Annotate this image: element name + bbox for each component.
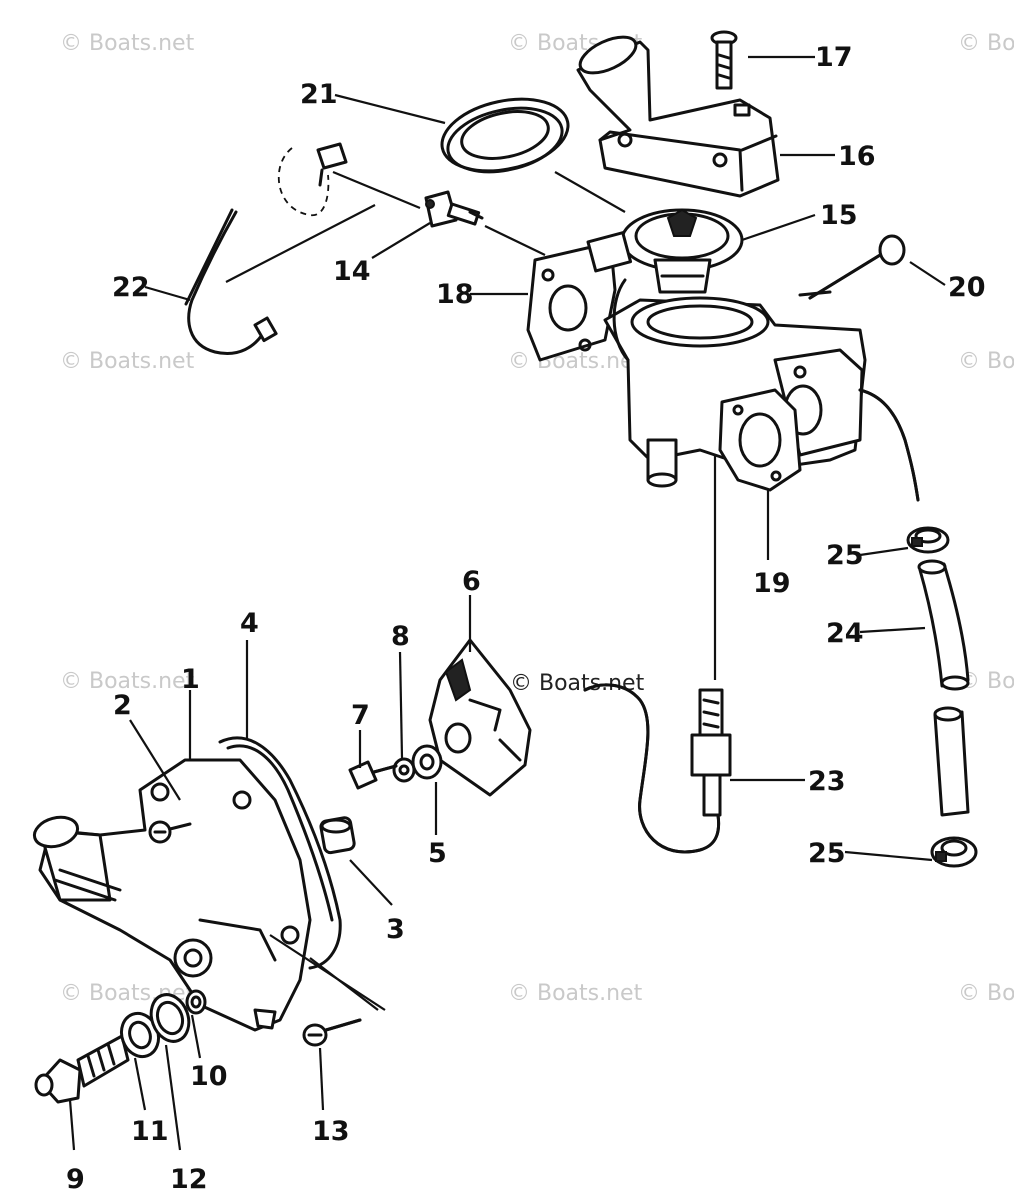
callout-17: 17 xyxy=(815,42,853,73)
watermark: © Boats.net xyxy=(958,349,1014,374)
callout-20: 20 xyxy=(948,272,986,303)
callout-21: 21 xyxy=(300,79,338,110)
callout-15: 15 xyxy=(820,200,858,231)
watermark: © Boats.net xyxy=(60,349,195,374)
callout-5: 5 xyxy=(428,838,447,869)
callout-2: 2 xyxy=(113,690,132,721)
part-12-o-ring xyxy=(149,993,191,1043)
assembly-lines xyxy=(225,170,717,1011)
part-9-drain-plug xyxy=(34,1034,130,1104)
part-20-bolt xyxy=(808,234,906,300)
part-6-impeller xyxy=(428,638,532,797)
callout-16: 16 xyxy=(838,141,876,172)
callout-9: 9 xyxy=(66,1164,85,1195)
part-1-pump-housing xyxy=(32,758,312,1032)
callout-24: 24 xyxy=(826,618,864,649)
callout-25-lower: 25 xyxy=(808,838,846,869)
part-22-wire xyxy=(184,142,348,355)
part-24-hose xyxy=(917,559,970,817)
part-15-thermostat xyxy=(620,208,744,294)
callout-1: 1 xyxy=(181,664,200,695)
part-10-washer xyxy=(185,989,207,1015)
part-18-water-housing xyxy=(526,231,920,502)
callout-25-upper: 25 xyxy=(826,540,864,571)
callout-leaders xyxy=(68,55,946,1151)
part-14-temp-sender xyxy=(424,190,484,228)
watermark: © Boats.net xyxy=(508,349,643,374)
watermark: © Boats.net xyxy=(60,669,195,694)
callout-19: 19 xyxy=(753,568,791,599)
callout-23: 23 xyxy=(808,766,846,797)
part-13-screw xyxy=(302,1018,362,1047)
watermark: © Boats.net xyxy=(510,671,645,696)
callout-12: 12 xyxy=(170,1164,208,1195)
callout-labels: 17 21 16 15 14 20 22 18 19 25 24 23 25 6… xyxy=(66,42,986,1195)
part-25-hose-clamp-lower xyxy=(930,836,978,868)
callout-14: 14 xyxy=(333,256,371,287)
part-3-bushing xyxy=(319,816,356,855)
callout-8: 8 xyxy=(391,621,410,652)
callout-6: 6 xyxy=(462,566,481,597)
part-8-washer xyxy=(392,757,416,783)
part-25-hose-clamp-upper xyxy=(906,526,950,554)
callout-13: 13 xyxy=(312,1116,350,1147)
callout-7: 7 xyxy=(351,700,370,731)
part-4-gasket xyxy=(218,736,342,970)
part-7-bolt xyxy=(348,760,398,790)
callout-10: 10 xyxy=(190,1061,228,1092)
watermarks: © Boats.net © Boats.net © Boats.net © Bo… xyxy=(60,31,1014,1006)
callout-4: 4 xyxy=(240,608,259,639)
part-5-washer xyxy=(411,744,443,780)
part-17-bolt xyxy=(710,30,738,90)
watermark: © Boats.net xyxy=(958,981,1014,1006)
callout-22: 22 xyxy=(112,272,150,303)
callout-3: 3 xyxy=(386,914,405,945)
part-16-thermostat-cover xyxy=(576,35,780,198)
callout-11: 11 xyxy=(131,1116,169,1147)
part-23-sensor-tube xyxy=(583,683,732,854)
part-21-oil-seal xyxy=(440,97,570,174)
part-2-screw xyxy=(148,820,192,844)
watermark: © Boats.net xyxy=(958,31,1014,56)
watermark: © Boats.net xyxy=(60,31,195,56)
part-19-gasket xyxy=(718,388,802,492)
watermark: © Boats.net xyxy=(508,981,643,1006)
callout-18: 18 xyxy=(436,279,474,310)
